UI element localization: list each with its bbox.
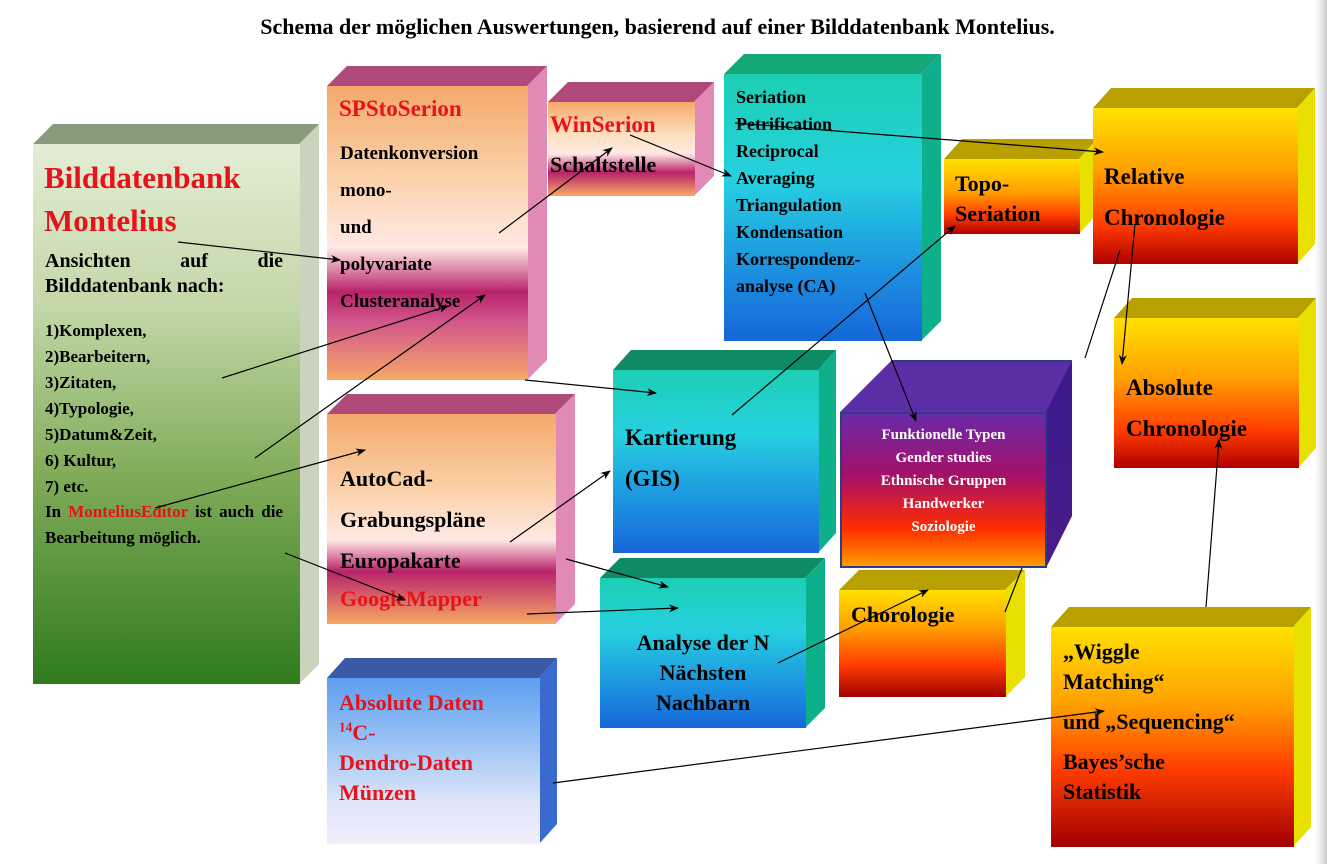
topo-seriation-line: Seriation: [955, 201, 1041, 226]
wiggle-line-4: Bayes’sche: [1063, 749, 1165, 774]
ansichten-item: 6) Kultur,: [45, 451, 117, 470]
wiggle-line-1: „Wiggle: [1063, 639, 1140, 664]
c14-text: C-: [352, 720, 376, 745]
editor-pre: In: [45, 502, 69, 521]
absolute-daten-text: Absolute Daten 14C- Dendro-Daten Münzen: [339, 688, 484, 808]
ansichten-list: 1)Komplexen, 2)Bearbeitern, 3)Zitaten, 4)Ty…: [45, 318, 157, 500]
muenzen-label: Münzen: [339, 780, 416, 805]
winserion-box: WinSerion Schaltstelle: [548, 82, 714, 196]
kartierung-box: Kartierung (GIS): [613, 350, 836, 553]
seriation-line: analyse (CA): [736, 276, 836, 296]
seriation-line: Korrespondenz-: [736, 249, 861, 269]
spstoserion-title: SPStoSerion: [339, 96, 462, 121]
spstoserion-box: SPStoSerion Datenkonversion mono-und polyv…: [327, 66, 547, 380]
ansichten-item: 7) etc.: [45, 477, 89, 496]
seriation-line: Averaging: [736, 168, 815, 188]
diagram-title: Schema der möglichen Auswertungen, basie…: [260, 14, 1055, 39]
spstoserion-line: Clusteranalyse: [340, 291, 461, 312]
seriation-line: Petrification: [736, 114, 832, 134]
absolute-chronologie-line: Absolute: [1126, 375, 1213, 400]
ansichten-item: 5)Datum&Zeit,: [45, 425, 157, 444]
ansichten-item: 2)Bearbeitern,: [45, 347, 151, 366]
funktionelle-line: Handwerker: [902, 496, 985, 512]
autocad-line: AutoCad-: [340, 466, 433, 491]
absolute-daten-box: Absolute Daten 14C- Dendro-Daten Münzen: [327, 658, 557, 844]
bilddatenbank-heading-1: Bilddatenbank: [44, 160, 241, 195]
spstoserion-line: mono-: [340, 180, 392, 201]
c14-superscript: 14: [339, 719, 353, 735]
spstoserion-line: Datenkonversion: [340, 143, 479, 164]
ansichten-item: 4)Typologie,: [45, 399, 134, 418]
topo-seriation-line: Topo-: [955, 171, 1010, 196]
kartierung-lines: Kartierung (GIS): [625, 417, 736, 499]
editor-text: In MonteliusEditor ist auch die Bearbeit…: [45, 499, 283, 551]
googlemapper-label: GoogleMapper: [340, 586, 482, 611]
relative-chronologie-line: Chronologie: [1104, 205, 1225, 230]
wiggle-line-3: und „Sequencing“: [1063, 709, 1235, 734]
funktionelle-line: Gender studies: [895, 450, 992, 466]
kartierung-line: Kartierung: [625, 425, 737, 450]
wiggle-text: „Wiggle Matching“ und „Sequencing“ Bayes…: [1063, 637, 1235, 807]
relative-chronologie-line: Relative: [1104, 164, 1185, 189]
absolute-daten-title: Absolute Daten: [339, 690, 484, 715]
winserion-subtitle: Schaltstelle: [550, 152, 657, 177]
ansichten-item: 1)Komplexen,: [45, 321, 147, 340]
topo-seriation-box: Topo- Seriation: [944, 139, 1097, 234]
funktionelle-line: Funktionelle Typen: [881, 427, 1006, 443]
topo-seriation-lines: Topo- Seriation: [955, 169, 1041, 229]
analyse-line: Analyse der N: [636, 630, 770, 655]
autocad-line: Grabungspläne: [340, 507, 486, 532]
chorologie-box: Chorologie: [839, 570, 1025, 697]
analyse-line: Nächsten: [659, 660, 747, 685]
window-edge: [1315, 0, 1327, 864]
bilddatenbank-box: Bilddatenbank Montelius Ansichten auf di…: [33, 124, 319, 684]
wiggle-line-2: Matching“: [1063, 669, 1165, 694]
funktionelle-line: Ethnische Gruppen: [880, 473, 1007, 489]
bilddatenbank-heading-2: Montelius: [44, 203, 177, 238]
seriation-line: Reciprocal: [736, 141, 819, 161]
seriation-line: Kondensation: [736, 222, 844, 242]
seriation-line: Triangulation: [736, 195, 842, 215]
wiggle-line-5: Statistik: [1063, 779, 1142, 804]
wiggle-matching-box: „Wiggle Matching“ und „Sequencing“ Bayes…: [1051, 607, 1311, 847]
c14-label: 14C-: [339, 718, 484, 748]
dendro-label: Dendro-Daten: [339, 750, 474, 775]
ansichten-text: Ansichten auf die Bilddatenbank nach:: [45, 250, 283, 297]
winserion-title: WinSerion: [550, 112, 656, 137]
editor-name: MonteliusEditor: [68, 502, 188, 521]
funktionelle-line: Soziologie: [911, 519, 976, 535]
absolute-chronologie-line: Chronologie: [1126, 416, 1247, 441]
spstoserion-line: polyvariate: [340, 254, 432, 275]
chorologie-label: Chorologie: [851, 602, 955, 627]
seriation-line: Seriation: [736, 87, 806, 107]
autocad-line: Europakarte: [340, 548, 461, 573]
ansichten-item: 3)Zitaten,: [45, 373, 117, 392]
spstoserion-line: und: [340, 217, 372, 238]
analyse-line: Nachbarn: [655, 690, 751, 715]
kartierung-line: (GIS): [625, 466, 680, 491]
